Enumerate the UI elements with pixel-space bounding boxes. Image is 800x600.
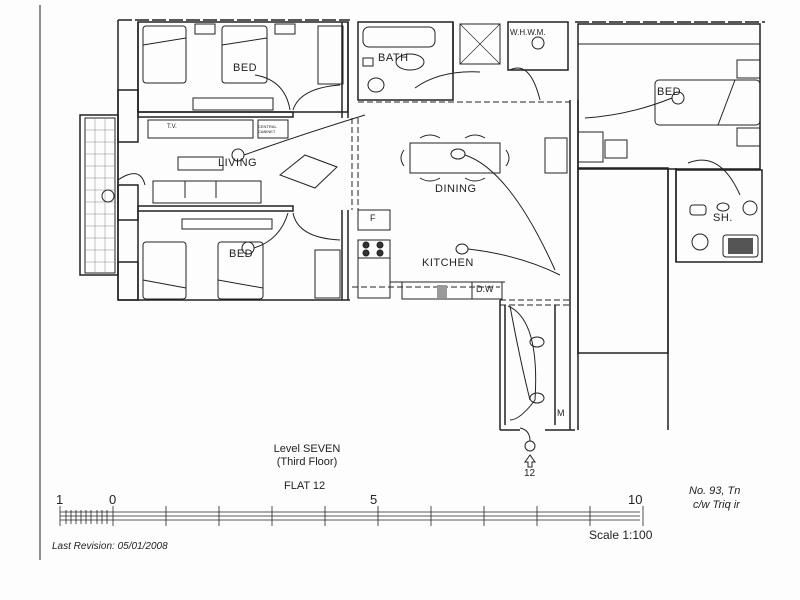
entrance-corridor	[499, 300, 575, 468]
level-title: Level SEVEN	[273, 443, 341, 455]
entrance-arrow-icon	[524, 454, 536, 468]
dining-furniture	[400, 134, 556, 271]
shower-room	[689, 200, 759, 258]
room-label-bed-right: BED	[657, 86, 682, 98]
walls-left-wing	[117, 19, 350, 301]
scale-label-1: 1	[56, 492, 64, 507]
kitchen-furniture	[357, 209, 561, 300]
balcony	[79, 114, 119, 276]
label-tv: T.V.	[167, 124, 177, 130]
room-label-kitchen: KITCHEN	[422, 257, 474, 269]
room-label-bed-top-left: BED	[233, 62, 258, 74]
scale-ratio: Scale 1:100	[589, 528, 653, 542]
floor-subtitle: (Third Floor)	[276, 456, 338, 468]
bed-top-left-furniture	[142, 23, 344, 111]
scale-bar	[59, 506, 644, 526]
scale-label-0: 0	[109, 492, 117, 507]
room-label-dining: DINING	[435, 183, 477, 195]
label-central-cabinet: CENTRAL CABINET	[258, 124, 277, 134]
address-line-2: c/w Triq ir	[693, 499, 740, 511]
bed-right-furniture	[544, 59, 761, 196]
revision-date: Last Revision: 05/01/2008	[52, 541, 168, 552]
scale-label-10: 10	[628, 492, 643, 507]
scale-label-5: 5	[370, 492, 378, 507]
room-label-bed-bottom-left: BED	[229, 248, 254, 260]
room-label-shower: SH.	[713, 212, 733, 224]
label-meter: M	[557, 408, 565, 418]
room-label-bath: BATH	[378, 52, 409, 64]
bed-bottom-left-furniture	[142, 212, 341, 300]
living-furniture	[101, 114, 366, 241]
flat-title: FLAT 12	[284, 480, 326, 492]
label-fridge: F	[370, 213, 376, 223]
address-line-1: No. 93, Tn	[689, 485, 741, 497]
walls-right-wing	[569, 21, 765, 430]
label-water-heater-washing-machine: W.H.W.M.	[510, 28, 546, 37]
entrance-number: 12	[524, 468, 536, 479]
label-dishwasher: D.W	[476, 284, 494, 294]
bath-room	[357, 21, 569, 101]
open-plan-partitions	[351, 101, 570, 306]
room-label-living: LIVING	[218, 157, 258, 169]
